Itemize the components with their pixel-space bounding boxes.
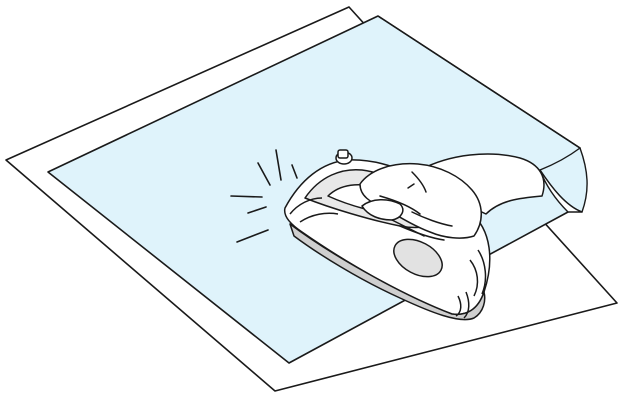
- ironing-illustration: [0, 0, 621, 396]
- illustration-canvas: [0, 0, 621, 396]
